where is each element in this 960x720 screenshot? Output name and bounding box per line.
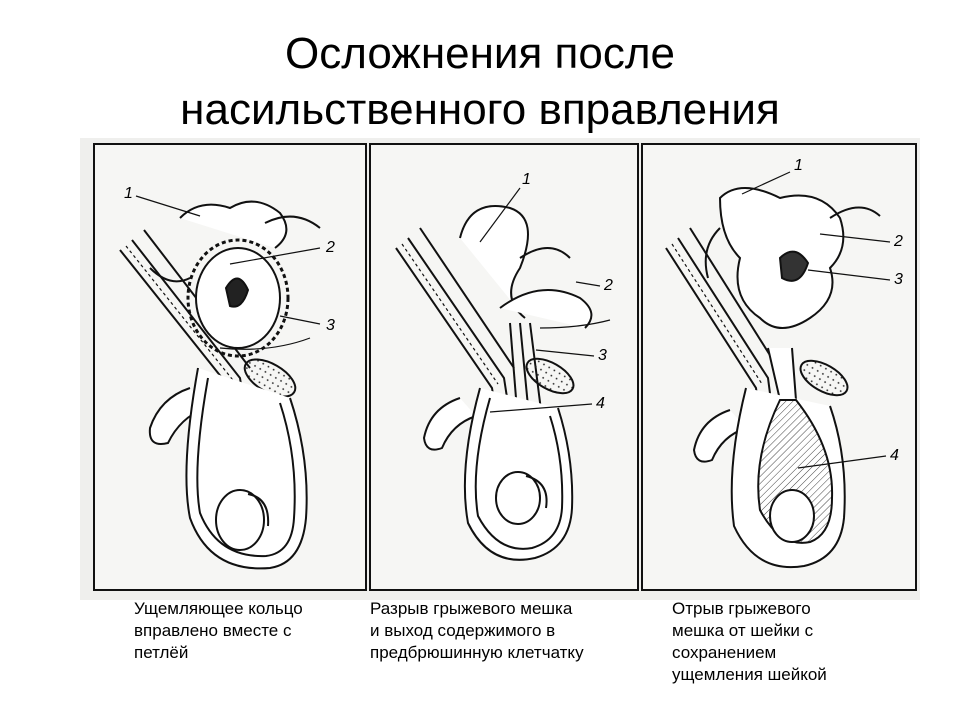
caption-1-line-1: Ущемляющее кольцо — [134, 599, 303, 618]
slide-title-line-2: насильственного вправления — [180, 85, 780, 134]
caption-panel-1: Ущемляющее кольцо вправлено вместе с пет… — [134, 598, 364, 664]
panel-3-drawing — [665, 171, 891, 569]
panel-1-drawing — [119, 195, 321, 570]
caption-3-line-2: мешка от шейки с — [672, 621, 814, 640]
caption-1-line-3: петлёй — [134, 643, 189, 662]
caption-panel-3: Отрыв грыжевого мешка от шейки с сохране… — [672, 598, 902, 686]
panel-1-label-2: 2 — [325, 239, 335, 256]
panel-2-label-3: 3 — [598, 347, 607, 364]
slide-title: Осложнения после насильственного вправле… — [0, 26, 960, 138]
slide-title-line-1: Осложнения после — [285, 29, 675, 78]
caption-2-line-1: Разрыв грыжевого мешка — [370, 599, 573, 618]
panel-3-label-1: 1 — [794, 157, 803, 174]
panel-3-label-2: 2 — [893, 233, 903, 250]
caption-panel-2: Разрыв грыжевого мешка и выход содержимо… — [370, 598, 660, 664]
caption-2-line-3: предбрюшинную клетчатку — [370, 643, 584, 662]
panel-3-label-4: 4 — [890, 447, 899, 464]
panel-1-label-1: 1 — [124, 185, 133, 202]
hernia-illustration: 1 2 3 — [80, 138, 920, 600]
hernia-drawings: 1 2 3 — [93, 143, 917, 591]
panel-1-label-3: 3 — [326, 317, 335, 334]
panel-2-label-1: 1 — [522, 171, 531, 188]
caption-3-line-1: Отрыв грыжевого — [672, 599, 811, 618]
caption-2-line-2: и выход содержимого в — [370, 621, 556, 640]
caption-3-line-3: сохранением — [672, 643, 777, 662]
caption-1-line-2: вправлено вместе с — [134, 621, 292, 640]
panel-2-label-4: 4 — [596, 395, 605, 412]
panel-2-label-2: 2 — [603, 277, 613, 294]
caption-3-line-4: ущемления шейкой — [672, 665, 827, 684]
panel-3-label-3: 3 — [894, 271, 903, 288]
panel-2-drawing — [395, 187, 611, 561]
